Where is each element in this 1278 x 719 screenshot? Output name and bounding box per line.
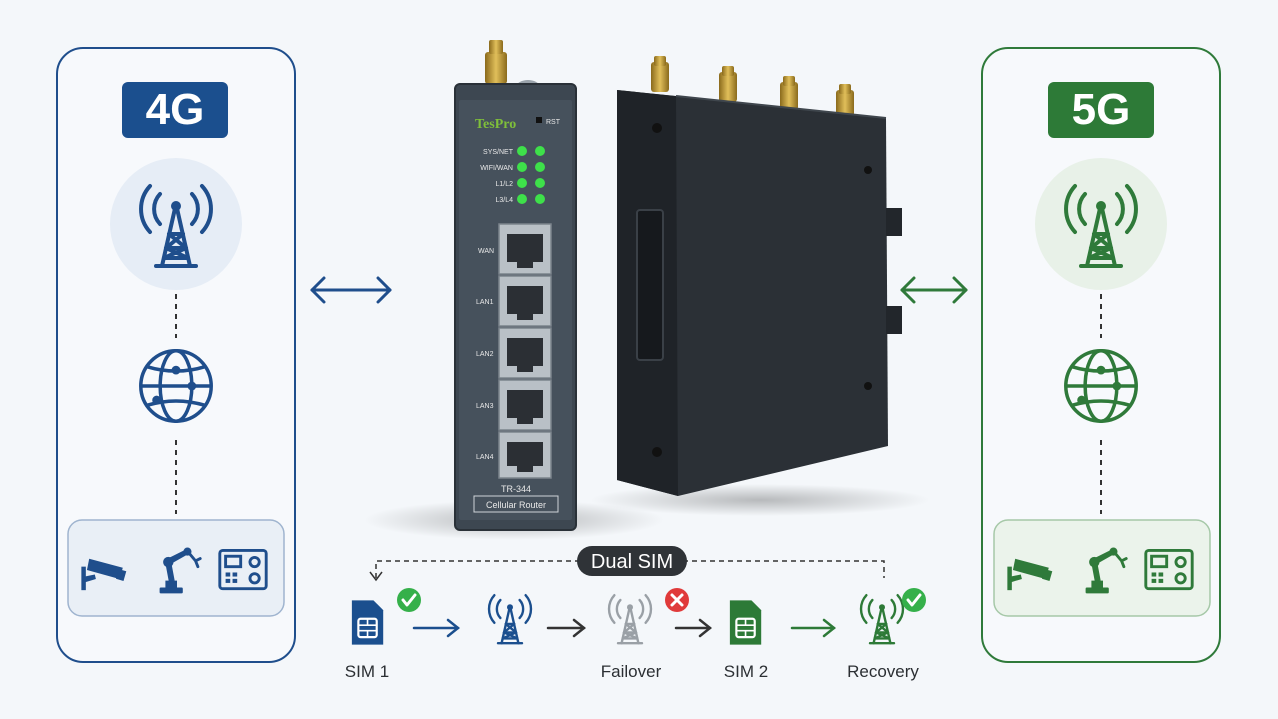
right-badge-bg — [1048, 82, 1154, 138]
status-leds — [517, 146, 545, 204]
recovery-ok-icon — [902, 588, 926, 612]
router-type: Cellular Router — [486, 500, 546, 510]
sim1-label: SIM 1 — [345, 662, 389, 681]
port-label-lan2: LAN2 — [476, 351, 494, 358]
dual-sim-title: Dual SIM — [591, 551, 673, 573]
antenna-front-tip — [489, 40, 503, 54]
router-side — [590, 56, 930, 516]
right-tower-halo — [1035, 158, 1167, 290]
cell-tower-icon — [859, 593, 905, 645]
dual-sim-flow: Dual SIM SIM 1 Failover SIM 2 Recovery — [345, 546, 926, 681]
flow-arrow-4 — [790, 618, 837, 638]
port-label-lan1: LAN1 — [476, 299, 494, 306]
din-clip — [636, 209, 664, 361]
flow-arrow-1 — [412, 618, 461, 638]
led-label-4: L3/L4 — [495, 197, 513, 204]
dual-sim-pill — [577, 546, 687, 576]
left-badge-bg — [122, 82, 228, 138]
side-clip-bottom — [886, 306, 902, 334]
loop-arrowhead — [369, 571, 383, 582]
failover-label: Failover — [601, 662, 662, 681]
ethernet-ports — [498, 223, 552, 479]
right-devices-box — [993, 519, 1211, 617]
flow-arrow-3 — [674, 618, 713, 638]
side-clip-top — [886, 208, 902, 236]
router-side-shadow — [590, 484, 930, 516]
rst-button — [536, 117, 542, 123]
left-badge-label: 4G — [146, 85, 205, 134]
led-label-1: SYS/NET — [483, 149, 514, 156]
antenna-front — [485, 52, 507, 84]
right-double-arrow — [900, 276, 968, 304]
router-model: TR-344 — [501, 484, 531, 494]
port-label-wan: WAN — [478, 248, 494, 255]
left-panel: 4G — [56, 47, 296, 663]
router-side-body — [617, 90, 888, 496]
cell-tower-icon — [487, 593, 533, 645]
sim-card-icon — [728, 599, 763, 646]
led-label-2: WIFI/WAN — [480, 165, 513, 172]
recovery-label: Recovery — [847, 662, 919, 681]
sim-card-icon — [350, 599, 385, 646]
router-front: TesPro RST SYS/NET WIFI/WAN L1/L2 L3/L4 … — [364, 40, 664, 540]
flow-arrow-2 — [546, 618, 587, 638]
router-brand: TesPro — [475, 117, 516, 132]
router-type-frame — [473, 495, 559, 513]
port-label-lan4: LAN4 — [476, 454, 494, 461]
led-label-3: L1/L2 — [495, 181, 513, 188]
sim2-label: SIM 2 — [724, 662, 768, 681]
right-panel: 5G — [981, 47, 1221, 663]
port-label-lan3: LAN3 — [476, 403, 494, 410]
right-badge-label: 5G — [1072, 85, 1131, 134]
left-double-arrow — [310, 276, 392, 304]
rst-label: RST — [546, 119, 561, 126]
left-devices-box — [67, 519, 285, 617]
left-tower-halo — [110, 158, 242, 290]
sim1-ok-icon — [397, 588, 421, 612]
cell-tower-icon — [607, 593, 653, 645]
side-screws — [652, 123, 872, 457]
side-antennas — [651, 56, 854, 116]
